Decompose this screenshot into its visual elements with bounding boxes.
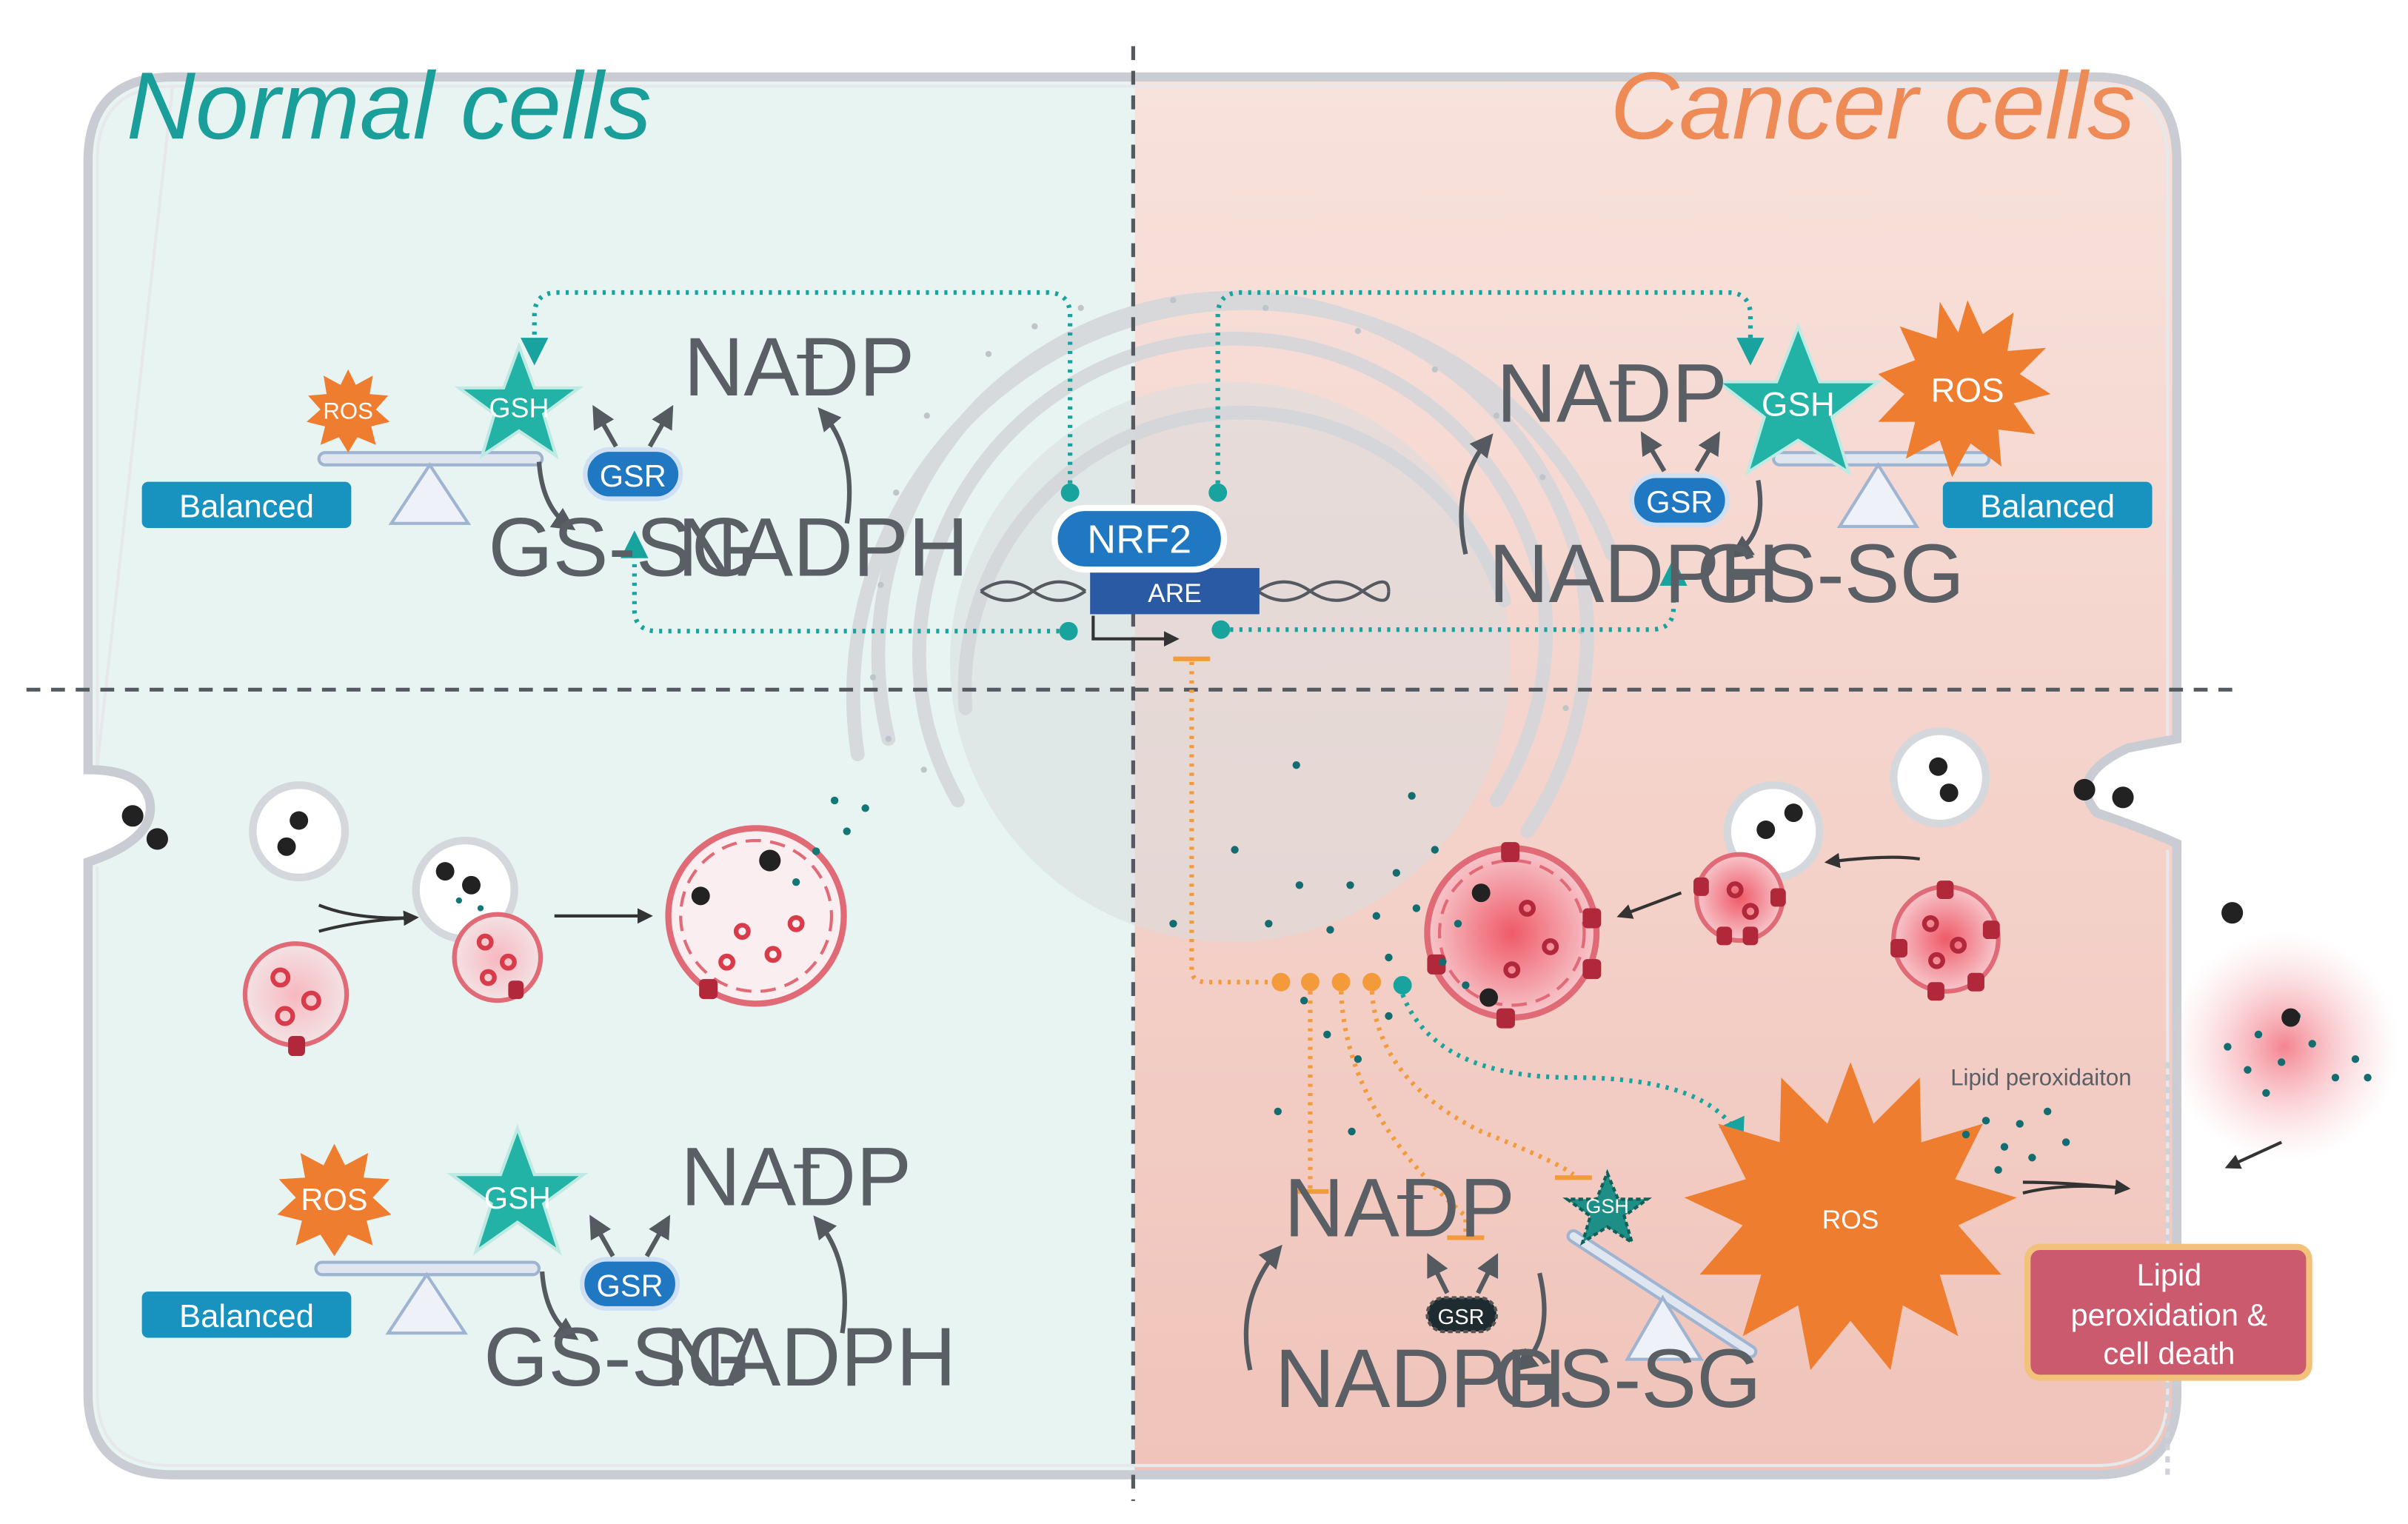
gsh-label: GSH [489, 392, 549, 423]
inhibition-lines [1189, 661, 1575, 1237]
balanced-badge [141, 481, 352, 529]
balanced-badge [1942, 481, 2153, 529]
gsr-damaged: GSR [1425, 1253, 1499, 1334]
gsr-label: GSR [600, 458, 666, 493]
scale-icon [314, 1260, 541, 1335]
nadp-label: NADP [1496, 347, 1728, 440]
ros-label: ROS [1931, 372, 2004, 410]
lysosome-icon [242, 941, 350, 1057]
are-box [1090, 568, 1260, 615]
nadph-label: NADPH [678, 500, 969, 593]
starburst-icon: ROS [1878, 300, 2051, 478]
lysosome-icon [665, 796, 869, 1007]
nadp-sup: + [1395, 1167, 1425, 1226]
nrf2-pill [1051, 504, 1228, 573]
transcription-arrow [1091, 615, 1180, 647]
cell-death-line3: cell death [2103, 1336, 2235, 1371]
star-icon: GSH [454, 341, 584, 460]
gsh-label: GSH [484, 1180, 551, 1215]
normal-bottom-module: ROS GSH Balanced GSR NADP + NADPH GS-SG [141, 1123, 956, 1403]
nrf2-connectors [521, 290, 1765, 634]
vesicle-icon [1890, 727, 1990, 828]
starburst-icon: ROS [1684, 1062, 2017, 1371]
nadp-sup: + [795, 327, 825, 385]
vesicle-icon [249, 781, 350, 882]
gssg-label: GS-SG [1494, 1331, 1762, 1425]
lipid-glow [2169, 931, 2401, 1163]
nadph-label: NADPH [1275, 1331, 1566, 1425]
gsr-pill [580, 1257, 680, 1311]
star-icon: GSH [1562, 1169, 1653, 1246]
star-icon: GSH [1713, 321, 1883, 476]
lipid-peroxidation-small-label: Lipid peroxidaiton [1950, 1065, 2131, 1091]
nrf2-label: NRF2 [1087, 517, 1191, 561]
nadp-label: NADP [1284, 1160, 1515, 1254]
normal-top-module: ROS GSH Balanced GSR NADP + NADPH GS-SG [141, 320, 969, 593]
gsh-label: GSH [1585, 1195, 1629, 1217]
ros-label: ROS [301, 1182, 367, 1217]
balanced-label: Balanced [179, 1298, 314, 1334]
gssg-label: GS-SG [1696, 527, 1964, 620]
gsr-label: GSR [1646, 484, 1713, 519]
nadp-sup: + [792, 1137, 822, 1195]
are-label: ARE [1148, 579, 1202, 608]
starburst-icon: ROS [307, 369, 390, 453]
ros-label: ROS [323, 398, 373, 424]
divider-lines [26, 46, 2244, 1501]
nadp-sup: + [1608, 352, 1638, 411]
fusion-vesicle [1693, 781, 1824, 946]
er-ribosomes [869, 297, 1585, 773]
gsr-pill [1629, 473, 1730, 527]
cancer-top-module: ROS GSH Balanced GSR NADP + NADPH GS-SG [1459, 300, 2153, 620]
cell-death-line1: Lipid [2136, 1257, 2201, 1292]
gsr-pill [583, 447, 683, 501]
nadph-label: NADPH [665, 1310, 956, 1403]
gssg-label: GS-SG [484, 1310, 752, 1403]
gsh-label: GSH [1762, 385, 1835, 423]
scale-icon [1772, 451, 1991, 529]
balanced-label: Balanced [179, 488, 314, 524]
scale-icon [317, 451, 544, 525]
ros-label: ROS [1822, 1206, 1879, 1234]
cell-death-line2: peroxidation & [2071, 1297, 2268, 1332]
normal-cells-title: Normal cells [127, 53, 652, 159]
gsr-label: GSR [597, 1268, 663, 1303]
cancer-bottom-module: ROS GSH GSR NADP + NADPH GS-SG [1169, 656, 2401, 1425]
scattered-particles [1169, 761, 1442, 1136]
gsr-label: GSR [1438, 1306, 1485, 1329]
starburst-icon: ROS [277, 1143, 392, 1257]
nadp-label: NADP [680, 1130, 912, 1223]
fusion-vesicle [412, 836, 544, 1003]
balanced-label: Balanced [1980, 488, 2115, 524]
nucleus-icon [950, 381, 1511, 943]
gssg-label: GS-SG [488, 500, 756, 593]
cell-membrane [83, 72, 2182, 1480]
cancer-cells-title: Cancer cells [1611, 53, 2136, 159]
cell-death-box [2024, 1243, 2312, 1381]
lysosome-icon [1424, 842, 1602, 1029]
balanced-badge [141, 1291, 352, 1338]
nadph-label: NADPH [1489, 527, 1780, 620]
nadp-label: NADP [683, 320, 914, 413]
normal-lysosome-pathway [121, 781, 869, 1057]
star-icon: GSH [447, 1123, 589, 1256]
lysosome-icon [1890, 880, 2001, 1001]
scale-icon [1566, 1229, 1758, 1361]
dna-icon [980, 580, 1391, 602]
